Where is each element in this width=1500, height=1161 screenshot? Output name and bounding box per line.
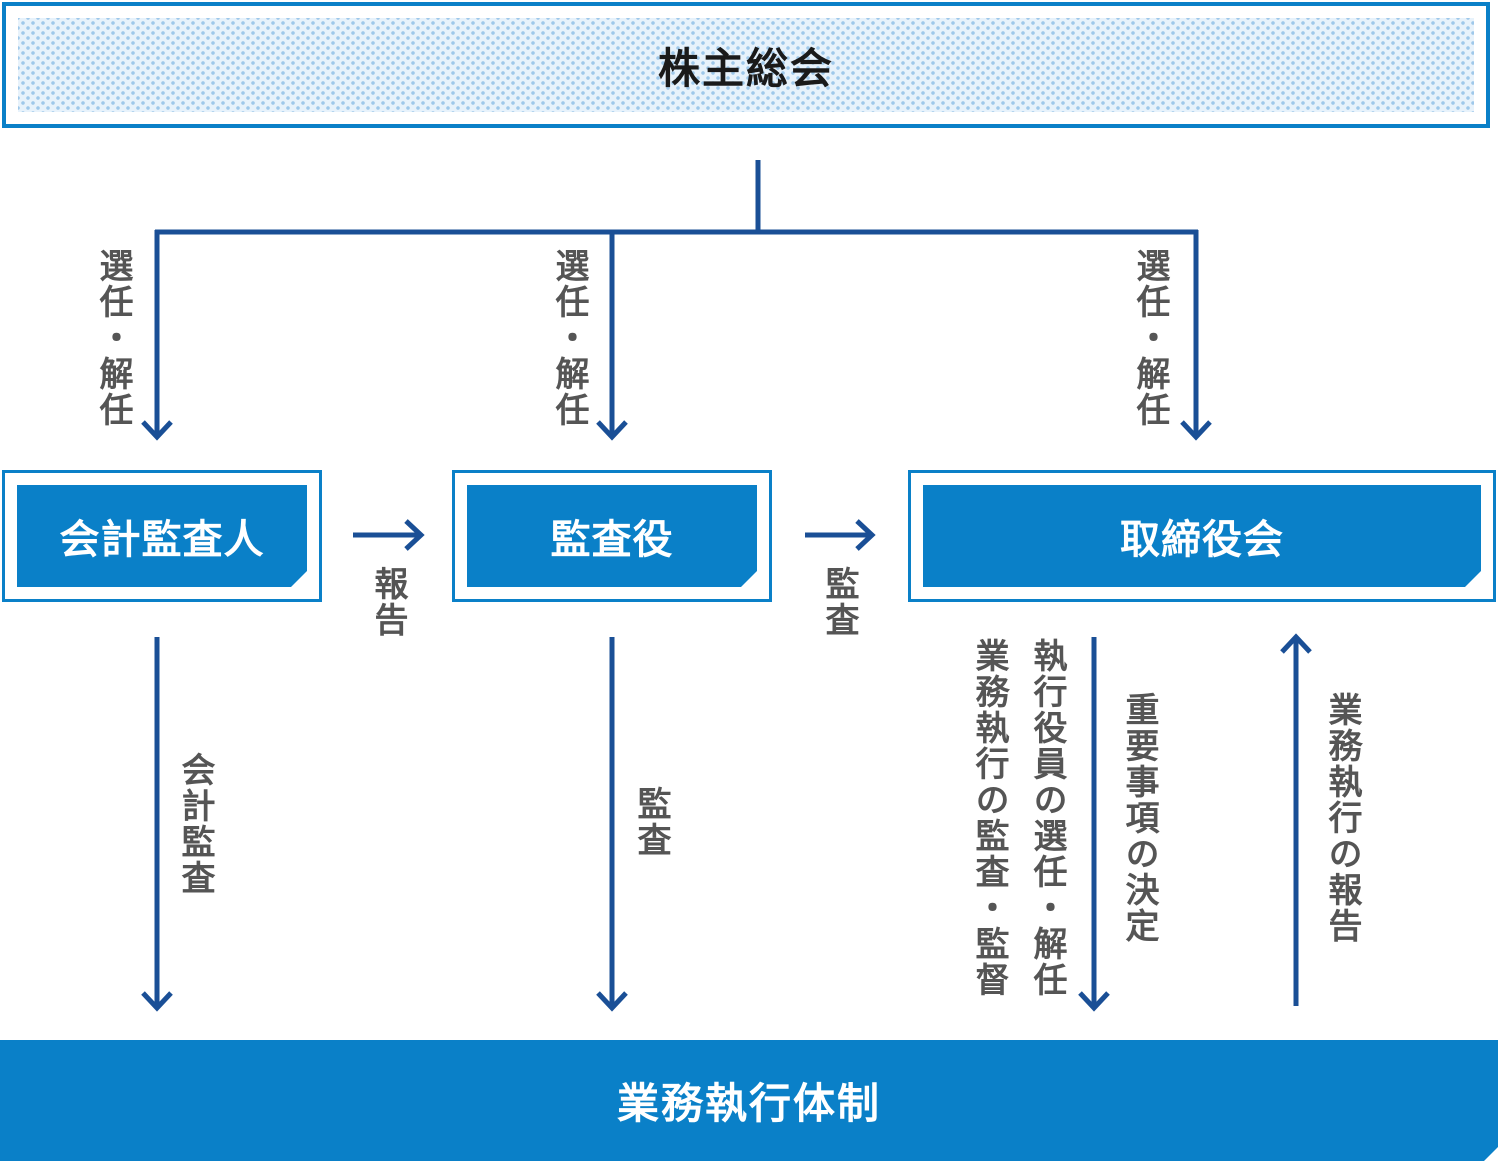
audit-board-fill: 監査役 <box>467 485 757 587</box>
shareholders-meeting-fill: 株主総会 <box>18 18 1474 112</box>
label-audit-vertical: 監査 <box>631 786 671 858</box>
board-of-directors-fill: 取締役会 <box>923 485 1481 587</box>
accounting-auditor-box: 会計監査人 <box>2 470 322 602</box>
label-execution-report: 業務執行の報告 <box>1322 692 1362 944</box>
audit-board-box: 監査役 <box>452 470 772 602</box>
label-accounting-audit: 会計監査 <box>175 752 215 896</box>
report-arrowhead <box>404 519 425 551</box>
label-report: 報告 <box>368 566 408 638</box>
execution-report-arrowhead <box>1280 633 1312 654</box>
label-appoint-dismiss-2: 選任・解任 <box>549 248 589 428</box>
label-officer-appointment: 執行役員の選任・解任 <box>1027 638 1067 998</box>
board-of-directors-label: 取締役会 <box>1120 517 1284 563</box>
arrowhead-accounting-auditor <box>141 420 173 441</box>
label-audit-horizontal: 監査 <box>819 566 859 638</box>
arrowhead-board <box>1180 420 1212 441</box>
arrowhead-audit-board <box>596 420 628 441</box>
business-execution-label: 業務執行体制 <box>616 1079 881 1128</box>
label-important-decisions: 重要事項の決定 <box>1119 692 1159 944</box>
decision-arrowhead <box>1078 991 1110 1012</box>
label-appoint-dismiss-3: 選任・解任 <box>1130 248 1170 428</box>
audit-arrowhead-down <box>596 991 628 1012</box>
accounting-auditor-fill: 会計監査人 <box>17 485 307 587</box>
label-execution-supervision: 業務執行の監査・監督 <box>969 638 1009 998</box>
audit-arrowhead <box>855 519 876 551</box>
audit-board-label: 監査役 <box>550 517 674 563</box>
accounting-auditor-label: 会計監査人 <box>59 517 265 563</box>
shareholders-meeting-box: 株主総会 <box>2 2 1490 128</box>
shareholders-meeting-title: 株主総会 <box>657 43 834 93</box>
label-appoint-dismiss-1: 選任・解任 <box>93 248 133 428</box>
accounting-audit-arrowhead <box>141 991 173 1012</box>
board-of-directors-box: 取締役会 <box>908 470 1496 602</box>
business-execution-bar: 業務執行体制 <box>0 1040 1498 1161</box>
